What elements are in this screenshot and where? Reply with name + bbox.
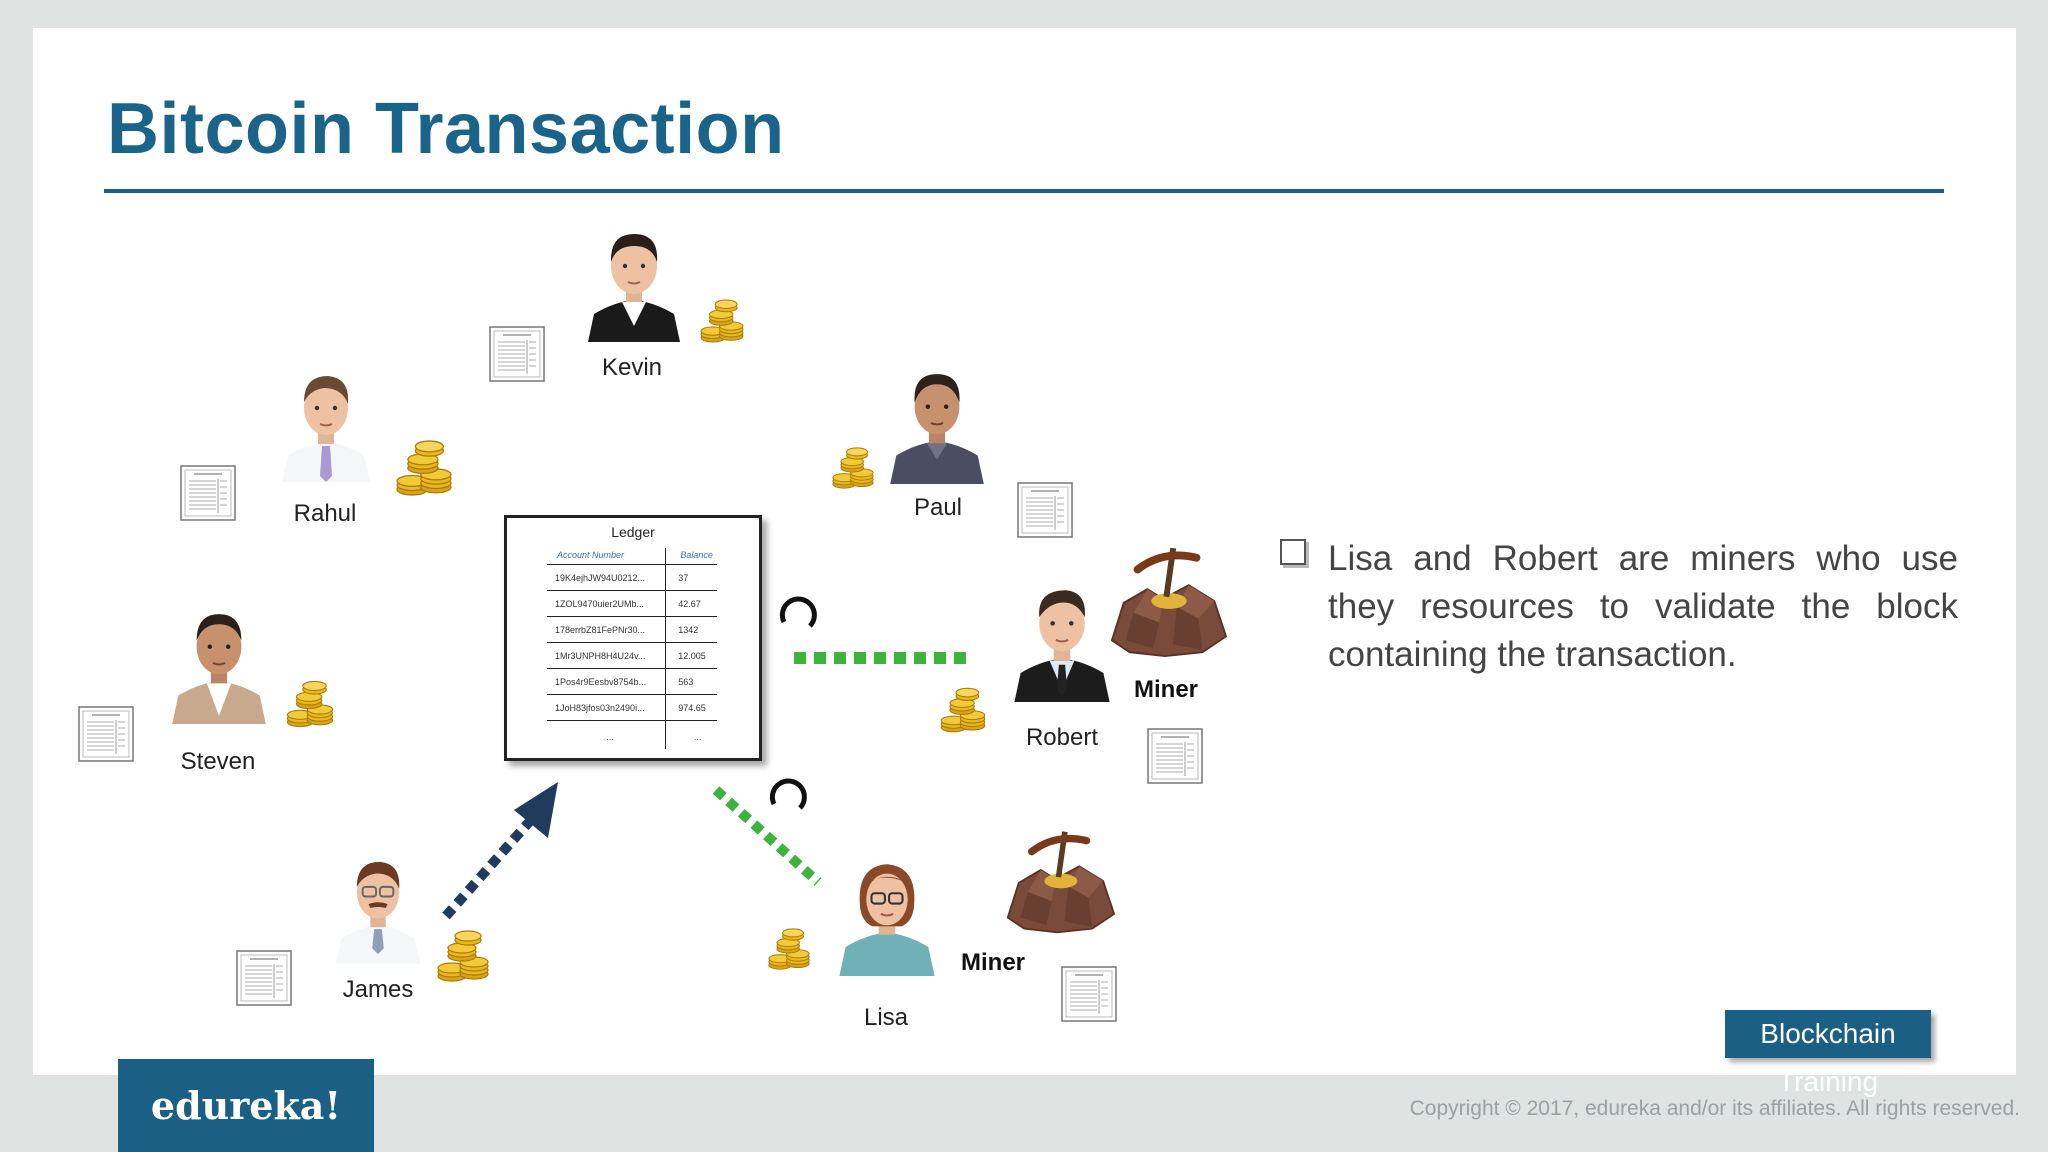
kevin-avatar xyxy=(588,234,680,342)
table-row: ...... xyxy=(547,720,717,749)
james-ledger-doc-icon xyxy=(235,950,293,1006)
lisa-avatar xyxy=(839,864,935,976)
title-underline xyxy=(104,189,1944,193)
paul-coins-icon xyxy=(828,444,878,492)
table-row: 1JoH83jfos03n2490i...974.65 xyxy=(547,694,717,721)
ledger-table: Account Number Balance 19K4ejhJW94U0212.… xyxy=(547,548,717,749)
ledger-balance-cell: 974.65 xyxy=(665,694,717,721)
paul-avatar xyxy=(890,374,984,484)
robert-mining-pickaxe-icon xyxy=(1104,542,1232,660)
ledger-balance-cell: 42.67 xyxy=(665,590,717,617)
ledger-account-cell: 178errbZ81FePNr30... xyxy=(547,616,666,643)
ledger-account-cell: 19K4ejhJW94U0212... xyxy=(547,564,666,591)
james-coins-icon xyxy=(432,928,494,984)
lisa-miner-label: Miner xyxy=(961,949,1026,976)
table-row: 1ZOL9470uier2UMb...42.67 xyxy=(547,590,717,617)
copyright-text: Copyright © 2017, edureka and/or its aff… xyxy=(1409,1097,2020,1120)
ledger-account-cell: 1Mr3UNPH8H4U24v... xyxy=(547,642,666,669)
table-row: 1Mr3UNPH8H4U24v...12.005 xyxy=(547,642,717,669)
robert-miner-label: Miner xyxy=(1134,676,1199,703)
rahul-avatar xyxy=(282,376,370,482)
ledger-ellipsis-cell: ... xyxy=(665,720,717,749)
table-row: 1Pos4r9Eesbv8754b...563 xyxy=(547,668,717,695)
ledger-account-cell: 1ZOL9470uier2UMb... xyxy=(547,590,666,617)
robert-coins-icon xyxy=(936,684,990,736)
james-to-ledger-arrow xyxy=(442,782,558,920)
rahul-name: Rahul xyxy=(293,500,357,527)
lisa-ledger-doc-icon xyxy=(1060,966,1118,1022)
ledger-ellipsis-cell: ... xyxy=(606,731,614,742)
kevin-name: Kevin xyxy=(601,354,663,381)
paul-name: Paul xyxy=(913,494,963,521)
paul-ledger-doc-icon xyxy=(1016,482,1074,538)
rahul-ledger-doc-icon xyxy=(179,465,237,521)
slide-title: Bitcoin Transaction xyxy=(107,89,785,169)
lisa-processing-spinner-icon xyxy=(769,778,807,810)
ledger-balance-cell: 37 xyxy=(665,564,717,591)
steven-ledger-doc-icon xyxy=(77,706,135,762)
ledger-balance-cell: 12.005 xyxy=(665,642,717,669)
ledger-table-card: Ledger Account Number Balance 19K4ejhJW9… xyxy=(504,515,762,761)
lisa-mining-pickaxe-icon xyxy=(996,826,1124,936)
james-avatar xyxy=(335,861,421,964)
steven-avatar xyxy=(172,614,266,724)
rahul-coins-icon xyxy=(390,440,458,496)
james-name: James xyxy=(342,976,414,1003)
steven-name: Steven xyxy=(180,748,256,775)
ledger-col-account: Account Number xyxy=(547,548,666,565)
bullet-text: Lisa and Robert are miners who use they … xyxy=(1328,539,1958,674)
kevin-ledger-doc-icon xyxy=(488,326,546,382)
checkbox-bullet-icon xyxy=(1280,539,1306,565)
robert-name: Robert xyxy=(1025,724,1099,751)
table-row: 19K4ejhJW94U0212...37 xyxy=(547,564,717,591)
robert-avatar xyxy=(1014,590,1110,702)
lisa-coins-icon xyxy=(764,924,814,974)
ledger-col-balance: Balance xyxy=(665,548,717,565)
kevin-coins-icon xyxy=(696,296,748,346)
ledger-balance-cell: 563 xyxy=(665,668,717,695)
ledger-to-robert-green-dashes xyxy=(794,652,966,664)
lisa-name: Lisa xyxy=(863,1004,909,1031)
table-row: 178errbZ81FePNr30...1342 xyxy=(547,616,717,643)
robert-ledger-doc-icon xyxy=(1146,728,1204,784)
steven-coins-icon xyxy=(282,678,338,730)
edureka-logo: edureka! xyxy=(118,1059,374,1152)
ledger-title: Ledger xyxy=(611,524,655,540)
ledger-account-cell: 1Pos4r9Eesbv8754b... xyxy=(547,668,666,695)
robert-processing-spinner-icon xyxy=(779,596,817,628)
blockchain-training-badge: Blockchain Training xyxy=(1725,1010,1931,1097)
ledger-to-lisa-green-dashes xyxy=(712,786,822,886)
ledger-balance-cell: 1342 xyxy=(665,616,717,643)
ledger-account-cell: 1JoH83jfos03n2490i... xyxy=(547,694,666,721)
